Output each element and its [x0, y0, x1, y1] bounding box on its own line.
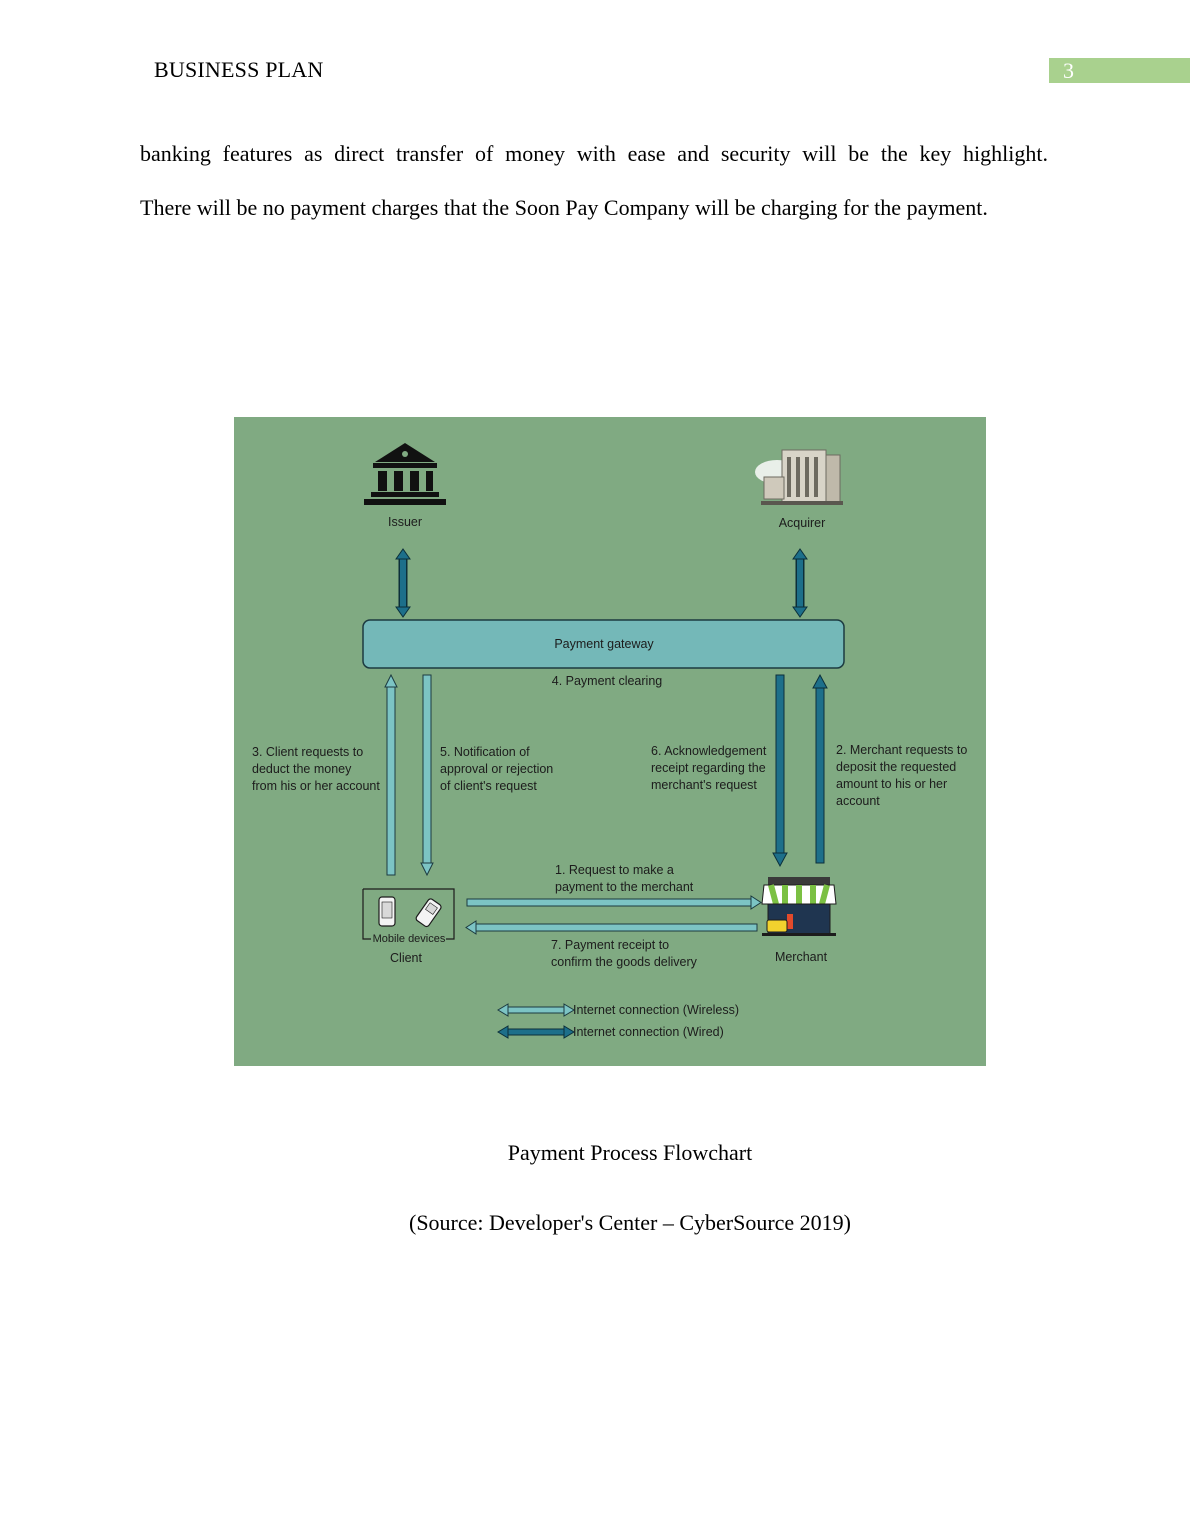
notification-arrow [420, 674, 434, 877]
step-2-label: 2. Merchant requests to deposit the requ… [836, 743, 971, 808]
payment-clearing-label: 4. Payment clearing [552, 674, 663, 688]
payment-receipt-arrow [465, 920, 758, 935]
step-6-label: 6. Acknowledgement receipt regarding the… [651, 744, 770, 792]
page-number-bar: 3 [1049, 58, 1190, 83]
payment-process-diagram: Issuer Acquirer Paym [234, 417, 986, 1066]
acquirer-gateway-arrow [792, 548, 808, 618]
cell-phone-icon [415, 898, 442, 928]
legend-wireless-label: Internet connection (Wireless) [573, 1003, 739, 1017]
issuer-label: Issuer [388, 515, 422, 529]
page-number: 3 [1063, 58, 1074, 83]
step-7-label: 7. Payment receipt to confirm the goods … [551, 938, 698, 969]
figure-source: (Source: Developer's Center – CyberSourc… [409, 1210, 851, 1235]
issuer-gateway-arrow [395, 548, 411, 618]
step-5-label: 5. Notification of approval or rejection… [440, 745, 557, 793]
payment-gateway-label: Payment gateway [554, 637, 654, 651]
acquirer-building-icon [755, 449, 843, 505]
legend-wired-label: Internet connection (Wired) [573, 1025, 724, 1039]
mobile-phone-icon [378, 896, 396, 927]
legend-wired-arrow [497, 1025, 575, 1039]
shop-icon [761, 877, 837, 936]
body-line-2: There will be no payment charges that th… [140, 195, 988, 220]
payment-gateway-box [362, 619, 845, 669]
mobile-devices-label: Mobile devices [373, 933, 446, 945]
merchant-label: Merchant [775, 950, 828, 964]
step-3-label: 3. Client requests to deduct the money f… [252, 745, 380, 793]
step-1-label: 1. Request to make a payment to the merc… [555, 863, 694, 894]
merchant-request-arrow [812, 673, 828, 864]
acquirer-label: Acquirer [779, 516, 826, 530]
running-header: BUSINESS PLAN [154, 57, 324, 82]
client-request-arrow [384, 673, 398, 876]
legend-wireless-arrow [497, 1003, 575, 1017]
bank-icon [364, 443, 446, 505]
body-paragraph: banking features as direct transfer of m… [140, 127, 1048, 235]
client-label: Client [390, 951, 422, 965]
mobile-devices-box [362, 888, 455, 940]
figure-caption: Payment Process Flowchart [507, 1140, 753, 1165]
payment-request-arrow [466, 895, 762, 910]
acknowledgement-arrow [772, 674, 788, 868]
body-line-1: banking features as direct transfer of m… [140, 141, 1048, 166]
